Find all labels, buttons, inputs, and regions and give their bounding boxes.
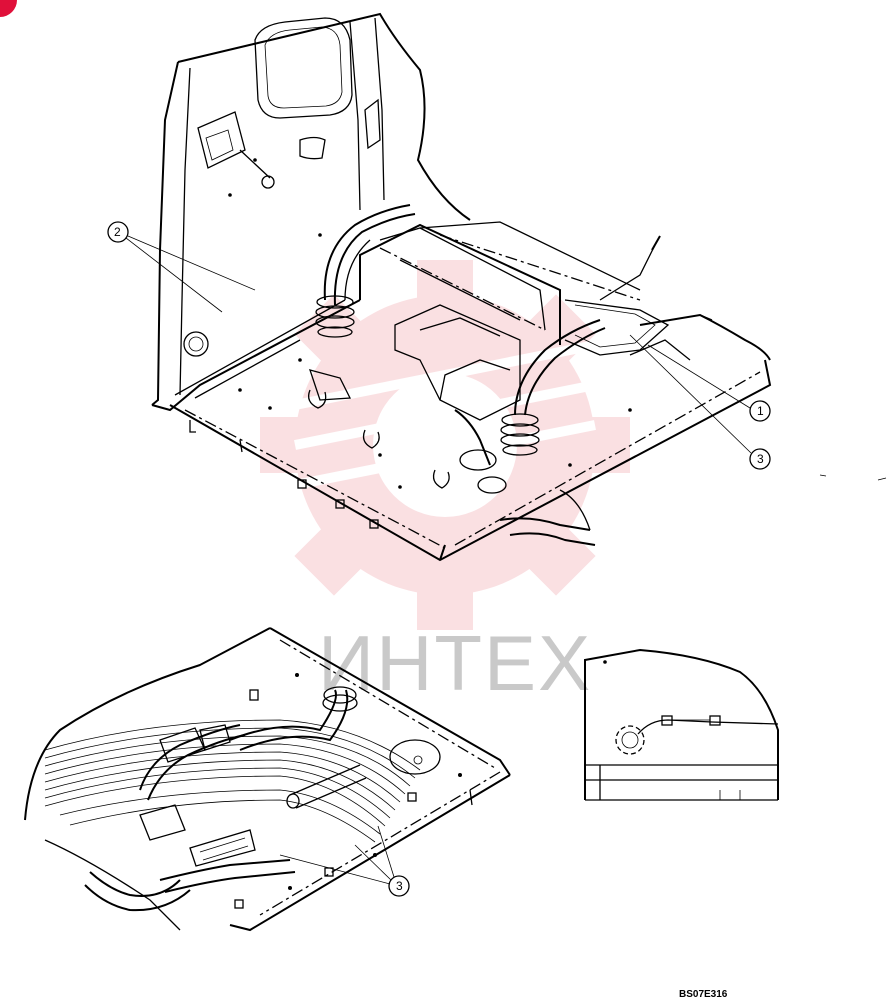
- underfloor-harness-detail: [24, 627, 511, 932]
- drawing-code: BS07E316: [679, 989, 728, 1000]
- svg-text:3: 3: [757, 452, 764, 466]
- callout-3-bottom: 3: [279, 825, 410, 897]
- watermark-text: ИНТЕХ: [318, 619, 592, 707]
- callout-3-top: 3: [629, 334, 771, 470]
- corner-mark: [0, 0, 17, 17]
- callout-1: 1: [647, 344, 771, 422]
- side-panel-detail: [584, 648, 779, 801]
- callout-2: 2: [107, 221, 256, 313]
- grommet-right: [500, 413, 540, 456]
- grommet-left: [315, 295, 355, 338]
- svg-text:1: 1: [757, 404, 764, 418]
- svg-text:3: 3: [396, 879, 403, 893]
- watermark-logo: [260, 260, 630, 630]
- svg-text:2: 2: [114, 225, 121, 239]
- cab-floor-assembly: [151, 12, 772, 562]
